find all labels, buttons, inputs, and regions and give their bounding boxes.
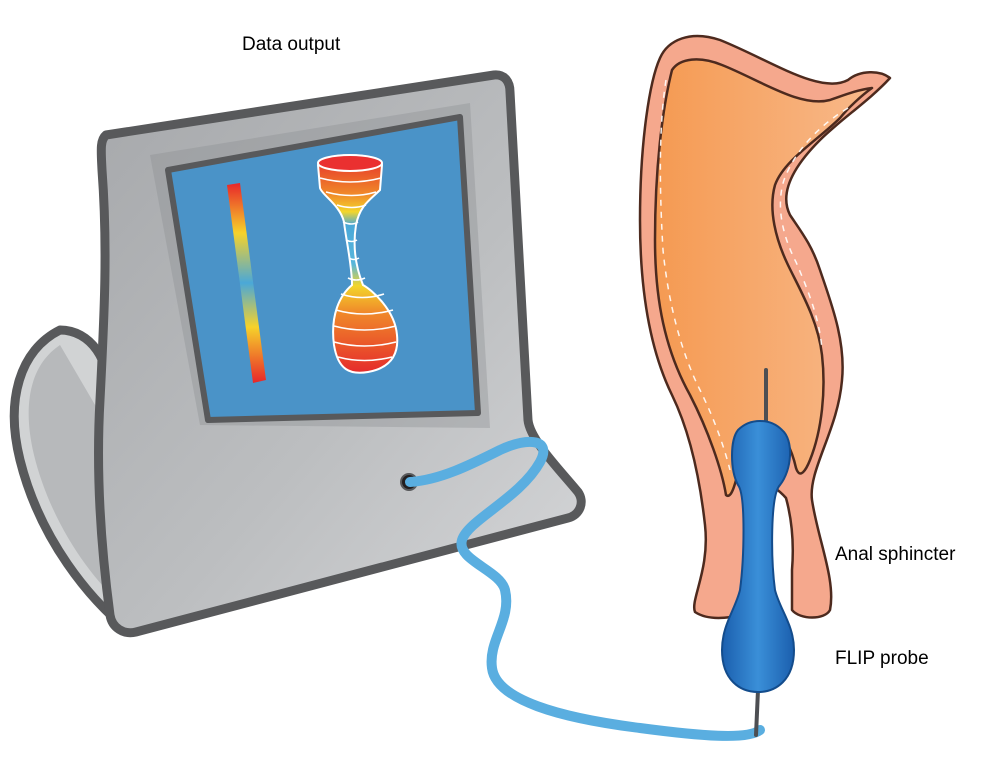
data-output-label: Data output — [242, 34, 340, 56]
device-monitor-icon — [14, 75, 581, 633]
flip-probe-label: FLIP probe — [835, 648, 929, 670]
anal-sphincter-label: Anal sphincter — [835, 544, 955, 566]
